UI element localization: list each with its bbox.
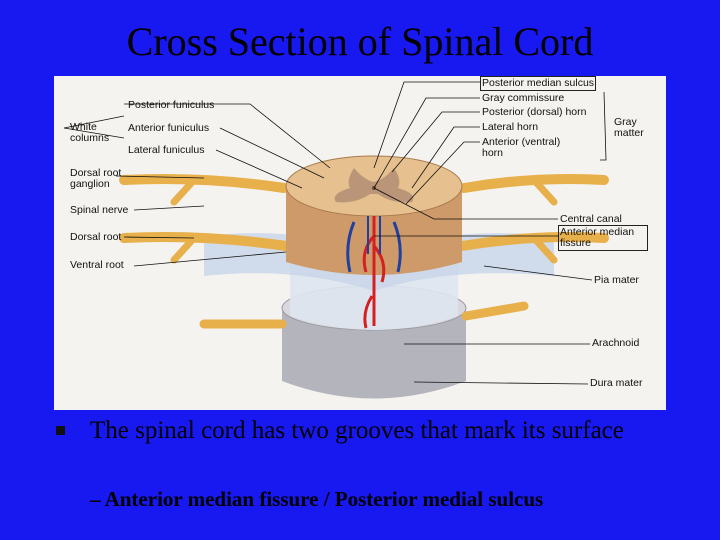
bullet-text: The spinal cord has two grooves that mar… bbox=[90, 417, 624, 444]
label-posterior-funiculus: Posterior funiculus bbox=[128, 99, 215, 111]
spinal-nerve-right-upper-branch bbox=[530, 176, 558, 206]
label-ventral-root: Ventral root bbox=[70, 259, 124, 271]
label-anterior-horn: Anterior (ventral) horn bbox=[482, 136, 561, 159]
spinal-cord-figure: White columns Posterior funiculus Anteri… bbox=[54, 76, 666, 410]
label-dorsal-root-ganglion: Dorsal root ganglion bbox=[70, 167, 122, 190]
label-pia-mater: Pia mater bbox=[594, 274, 639, 286]
label-white-columns: White columns bbox=[70, 121, 110, 144]
label-posterior-horn: Posterior (dorsal) horn bbox=[482, 106, 587, 118]
vein-left bbox=[346, 221, 356, 273]
spinal-nerve-left-upper bbox=[119, 174, 289, 193]
label-posterior-median-sulcus: Posterior median sulcus bbox=[479, 76, 597, 91]
vein-center bbox=[367, 216, 381, 254]
label-gray-commissure: Gray commissure bbox=[482, 92, 565, 104]
label-anterior-median-fissure: Anterior median fissure bbox=[558, 225, 648, 251]
label-dorsal-root: Dorsal root bbox=[70, 231, 122, 243]
spinal-nerve-left-lower-branch bbox=[170, 234, 198, 264]
label-lateral-funiculus: Lateral funiculus bbox=[128, 144, 205, 156]
leader-lines-right bbox=[373, 81, 607, 385]
label-arachnoid: Arachnoid bbox=[592, 337, 640, 349]
spinal-nerve-left-upper-branch bbox=[170, 176, 198, 206]
dura-mater-shape bbox=[282, 306, 466, 399]
label-central-canal: Central canal bbox=[560, 213, 622, 225]
spinal-nerve-right-lower-branch bbox=[530, 234, 558, 264]
sub-bullet-text: – Anterior median fissure / Posterior me… bbox=[90, 487, 544, 511]
spinal-cord-illustration bbox=[63, 81, 609, 399]
label-gray-matter: Gray matter bbox=[614, 116, 644, 139]
spinal-nerve-right-bottom bbox=[461, 301, 529, 321]
bullet-marker bbox=[56, 426, 65, 435]
artery-main bbox=[362, 216, 386, 329]
label-dura-mater: Dura mater bbox=[590, 377, 643, 389]
vein-right bbox=[392, 221, 402, 273]
label-spinal-nerve: Spinal nerve bbox=[70, 204, 129, 216]
gray-matter-shape bbox=[334, 168, 414, 203]
label-anterior-funiculus: Anterior funiculus bbox=[128, 122, 210, 134]
slide-title: Cross Section of Spinal Cord bbox=[126, 19, 594, 64]
leader-lines-left bbox=[63, 103, 331, 267]
label-lateral-horn: Lateral horn bbox=[482, 121, 539, 133]
